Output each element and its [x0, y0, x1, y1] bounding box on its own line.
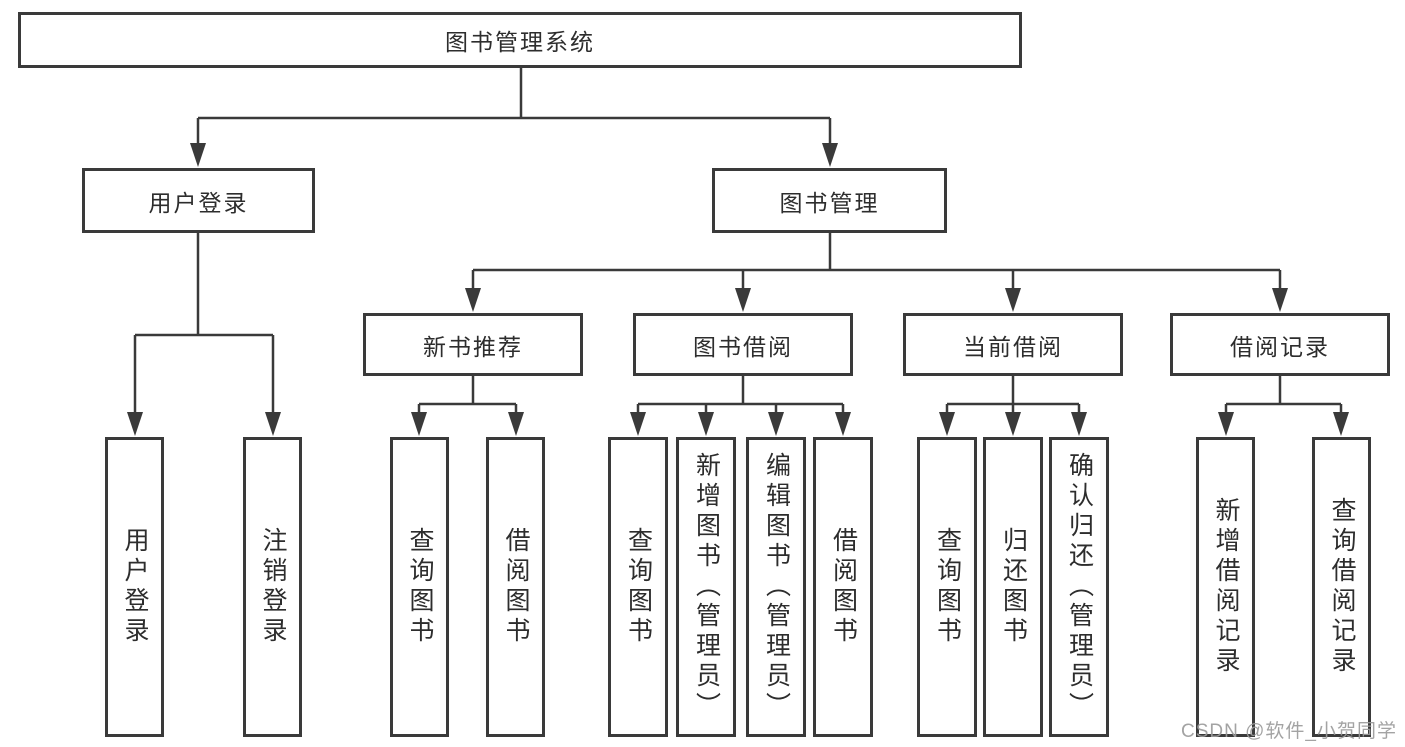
node-new-book-recommend: 新书推荐: [363, 313, 583, 376]
connector-newbook-children: [411, 375, 524, 436]
leaf-return-books: 归还图书: [983, 437, 1043, 737]
leaf-query-borrow-record: 查询借阅记录: [1312, 437, 1371, 737]
node-book-borrow: 图书借阅: [633, 313, 853, 376]
connector-bookmgmt-children: [465, 233, 1288, 312]
leaf-add-borrow-record: 新增借阅记录: [1196, 437, 1255, 737]
connector-userlogin-children: [127, 232, 281, 436]
connector-current-children: [939, 375, 1087, 436]
connector-borrow-children: [630, 375, 851, 436]
csdn-watermark: CSDN @软件_小贺同学: [1181, 721, 1397, 742]
node-borrow-records: 借阅记录: [1170, 313, 1390, 376]
leaf-borrow-query-books: 查询图书: [608, 437, 668, 737]
node-book-management-system: 图书管理系统: [18, 12, 1022, 68]
leaf-user-login: 用户登录: [105, 437, 164, 737]
leaf-current-query-books: 查询图书: [917, 437, 977, 737]
leaf-newbook-borrow-books: 借阅图书: [486, 437, 545, 737]
node-user-login: 用户登录: [82, 168, 315, 233]
connector-records-children: [1218, 375, 1349, 436]
connector-root-to-level2: [190, 67, 838, 167]
leaf-logout: 注销登录: [243, 437, 302, 737]
leaf-newbook-query-books: 查询图书: [390, 437, 449, 737]
node-current-borrow: 当前借阅: [903, 313, 1123, 376]
leaf-confirm-return-admin: 确认归还（管理员）: [1049, 437, 1109, 737]
leaf-edit-books-admin: 编辑图书（管理员）: [746, 437, 806, 737]
node-book-management: 图书管理: [712, 168, 947, 233]
leaf-add-books-admin: 新增图书（管理员）: [676, 437, 736, 737]
leaf-borrow-books: 借阅图书: [813, 437, 873, 737]
